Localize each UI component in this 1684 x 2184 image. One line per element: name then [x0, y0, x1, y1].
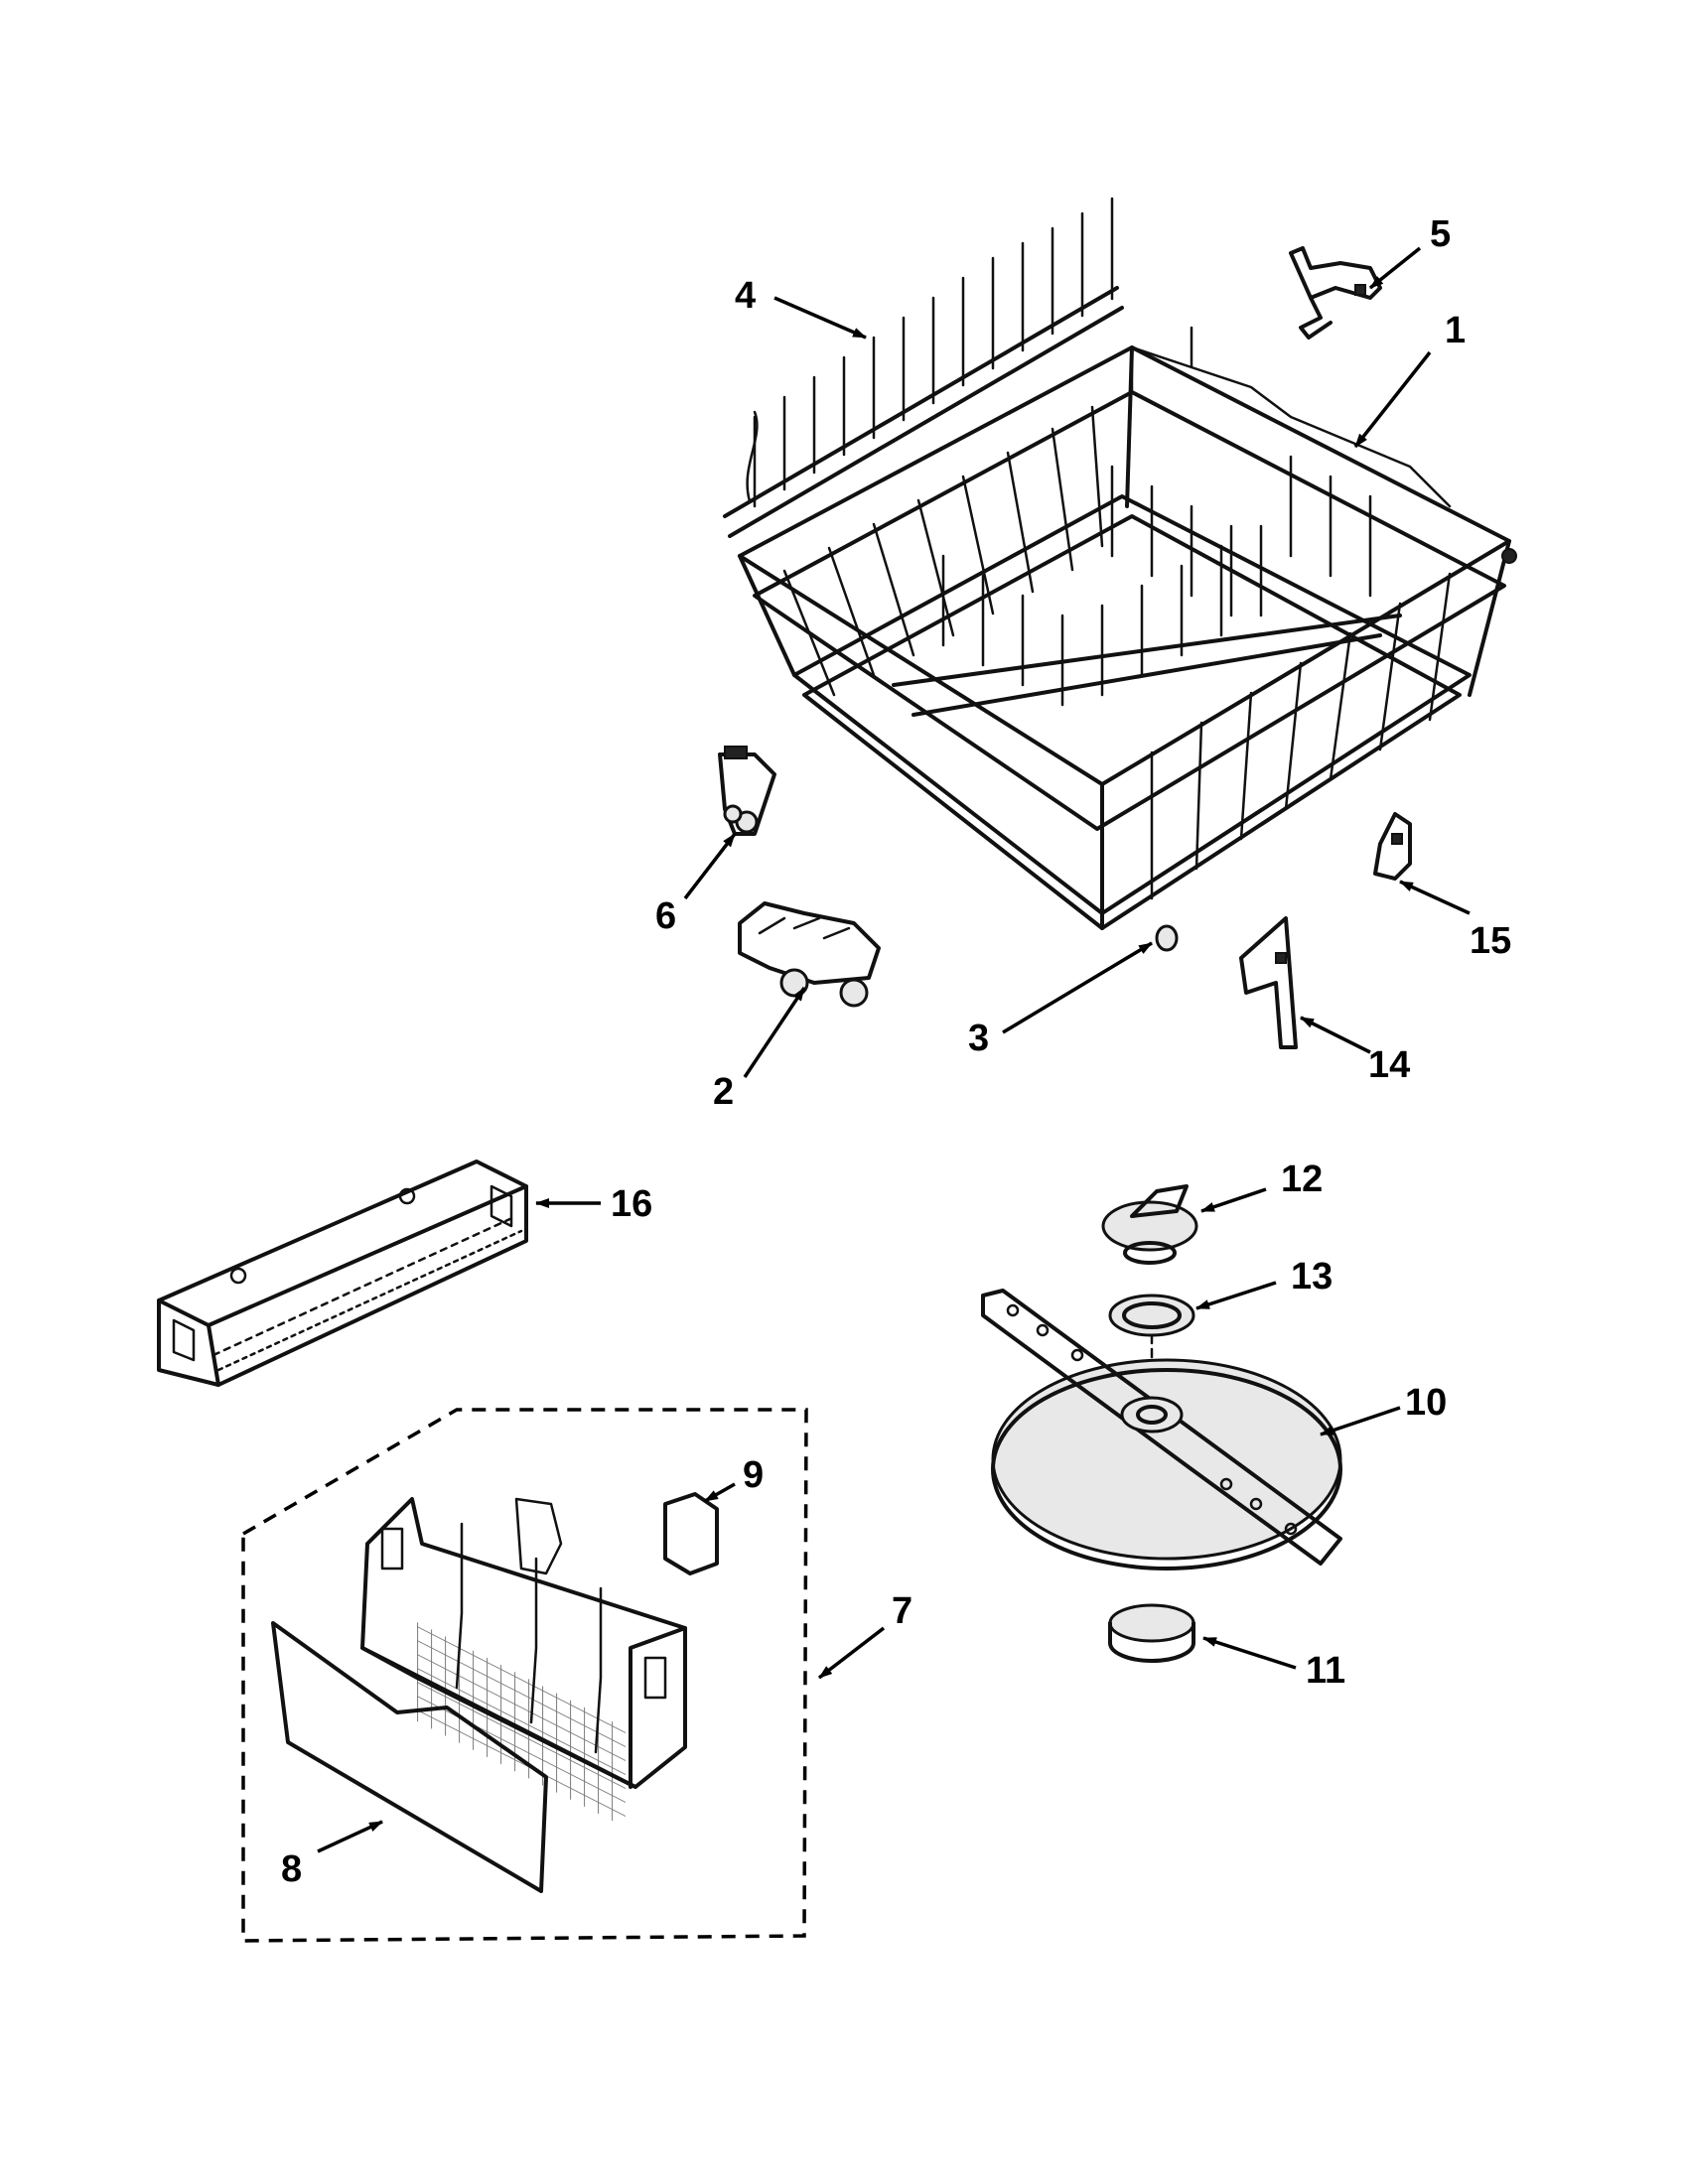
spray-arm-part-10 [981, 1289, 1342, 1570]
callout-7: 7 [892, 1590, 912, 1632]
callout-4: 4 [735, 275, 756, 317]
bracket-part-14 [1239, 916, 1298, 1049]
callout-9: 9 [743, 1454, 764, 1496]
callout-11: 11 [1306, 1650, 1345, 1692]
callout-8: 8 [281, 1848, 302, 1890]
spray-arm-cap-part-12 [1101, 1184, 1198, 1265]
callout-3: 3 [968, 1018, 989, 1059]
bumper-part-3 [1155, 924, 1179, 952]
silverware-basket-group-part-7 [241, 1408, 808, 1943]
callout-6: 6 [655, 895, 676, 937]
callout-12: 12 [1281, 1159, 1323, 1200]
callout-2: 2 [713, 1071, 734, 1113]
retainer-ring-part-11 [1108, 1603, 1195, 1663]
utensil-tray-part-16 [157, 1160, 528, 1387]
callout-16: 16 [611, 1183, 652, 1225]
callout-10: 10 [1405, 1382, 1447, 1424]
basket-clip-part-9 [663, 1492, 719, 1575]
bracket-part-15 [1373, 812, 1412, 881]
callout-5: 5 [1430, 213, 1451, 255]
callout-13: 13 [1291, 1256, 1333, 1297]
callout-14: 14 [1368, 1044, 1410, 1086]
leader-lines [317, 246, 1471, 1853]
clip-part-5 [1289, 246, 1382, 340]
rack-adjuster-part-6 [718, 746, 776, 836]
silverware-basket-body [360, 1497, 687, 1829]
roller-wheel-assembly-part-2 [738, 901, 881, 1008]
lower-dish-rack-part-1 [738, 326, 1517, 930]
callout-1: 1 [1445, 310, 1466, 351]
callout-15: 15 [1470, 920, 1511, 962]
callout-labels: 1 2 3 4 5 6 7 8 9 10 11 12 13 14 15 16 [281, 213, 1511, 1890]
basket-lid-part-8 [271, 1621, 548, 1893]
tine-row-part-4 [723, 197, 1124, 538]
